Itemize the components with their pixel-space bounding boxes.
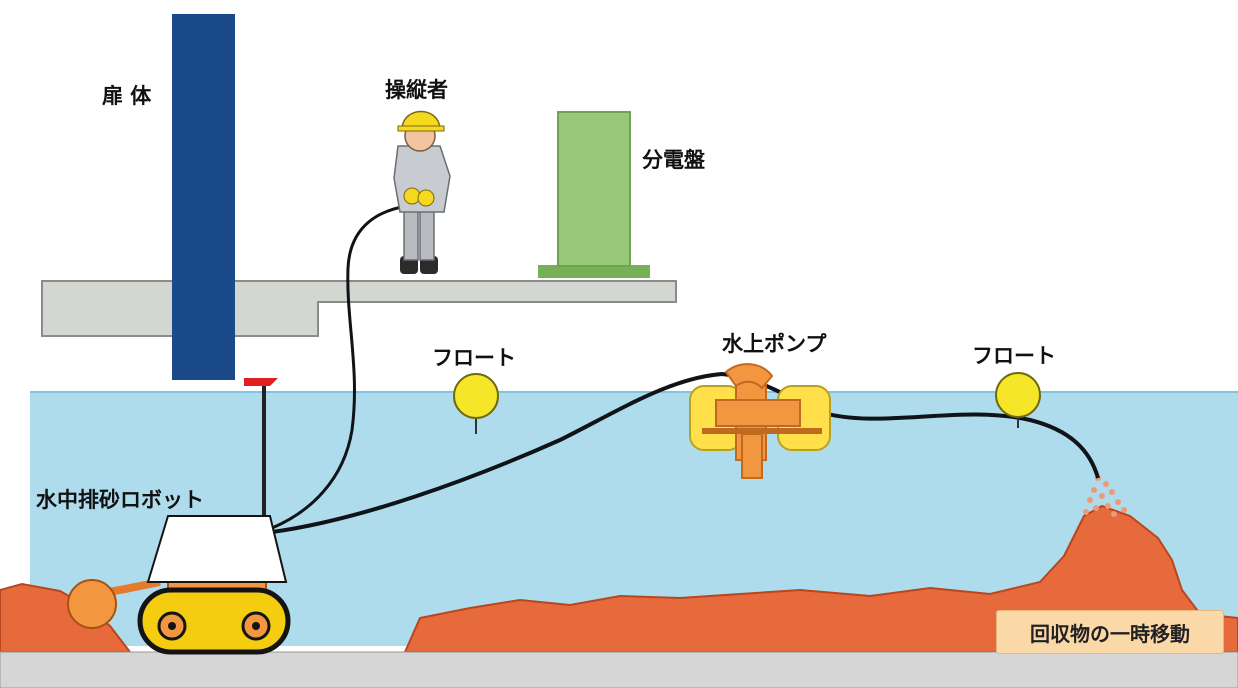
riverbed-floor	[0, 651, 1238, 688]
distribution-board-label: 分電盤	[642, 148, 705, 172]
distribution-board-base	[538, 265, 650, 278]
water-pump	[689, 363, 831, 479]
robot-label: 水中排砂ロボット	[36, 488, 204, 512]
float-left-label: フロート	[432, 346, 516, 370]
operator-label: 操縦者	[385, 78, 448, 102]
float-right	[995, 372, 1041, 428]
float-right-label: フロート	[972, 344, 1056, 368]
collected-material-callout: 回収物の一時移動	[996, 610, 1224, 654]
gate-body-label: 扉 体	[102, 84, 152, 108]
gate-body-pillar	[172, 14, 235, 380]
platform	[41, 280, 677, 337]
water-pump-label: 水上ポンプ	[722, 332, 827, 356]
collected-material-label: 回収物の一時移動	[1030, 621, 1190, 646]
control-cable	[271, 204, 409, 530]
operator-figure	[393, 110, 451, 274]
float-left	[453, 373, 499, 434]
distribution-board	[557, 111, 631, 267]
robot	[67, 378, 291, 655]
